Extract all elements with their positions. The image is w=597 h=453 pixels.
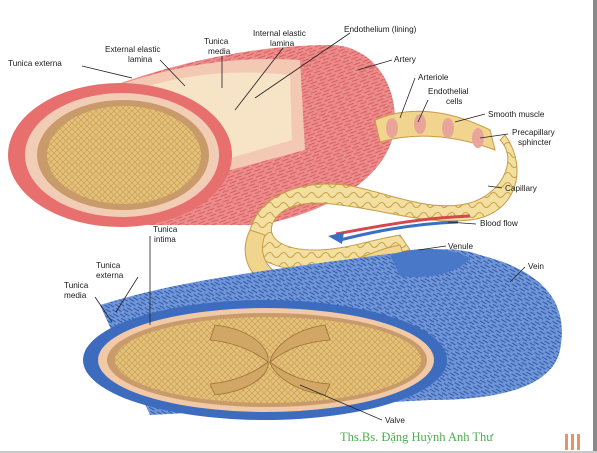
label-tunica-externa-bottom-line1: Tunica <box>96 261 121 270</box>
label-valve: Valve <box>385 416 405 425</box>
label-venule: Venule <box>448 242 473 251</box>
valve-cusp <box>269 361 331 396</box>
label-tunica-media-bottom-line2: media <box>64 291 87 300</box>
labels: Tunica externa External elastic lamina T… <box>8 25 556 425</box>
arteriole-muscle-band <box>386 118 398 138</box>
label-internal-elastic-lamina-line1: Internal elastic <box>253 29 306 38</box>
leader-lines <box>81 32 526 421</box>
author-credit: Ths.Bs. Đặng Huỳnh Anh Thư <box>340 430 494 444</box>
label-tunica-externa-top: Tunica externa <box>8 59 62 68</box>
label-endothelium: Endothelium (lining) <box>344 25 417 34</box>
label-external-elastic-lamina-line2: lamina <box>128 55 153 64</box>
label-endothelial-cells-line2: cells <box>446 97 462 106</box>
slide-corner-mark <box>565 434 587 450</box>
arteriole-muscle-band <box>414 114 426 134</box>
artery-lumen <box>47 106 201 204</box>
label-arteriole: Arteriole <box>418 73 449 82</box>
capillary-network <box>248 134 518 271</box>
label-precapillary-sphincter-line1: Precapillary <box>512 128 556 137</box>
label-tunica-media-top-line2: media <box>208 47 231 56</box>
slide-frame-bottom <box>0 451 597 453</box>
vein-illustration <box>83 248 562 420</box>
venule-to-vein-junction <box>390 248 470 278</box>
precapillary-sphincter-band <box>472 128 484 148</box>
label-endothelial-cells-line1: Endothelial <box>428 87 469 96</box>
label-vein: Vein <box>528 262 544 271</box>
label-external-elastic-lamina-line1: External elastic <box>105 45 161 54</box>
label-tunica-externa-bottom-line2: externa <box>96 271 124 280</box>
label-blood-flow: Blood flow <box>480 219 518 228</box>
label-artery: Artery <box>394 55 417 64</box>
label-capillary: Capillary <box>505 184 538 193</box>
label-tunica-media-bottom-line1: Tunica <box>64 281 89 290</box>
label-smooth-muscle: Smooth muscle <box>488 110 545 119</box>
blood-flow-arrow <box>328 214 471 244</box>
label-tunica-intima-line1: Tunica <box>153 225 178 234</box>
valve-cusp <box>209 361 269 396</box>
slide-frame-right <box>593 0 597 453</box>
label-tunica-media-top-line1: Tunica <box>204 37 229 46</box>
label-tunica-intima-line2: intima <box>154 235 176 244</box>
label-precapillary-sphincter-line2: sphincter <box>518 138 551 147</box>
arteriole-tube <box>374 110 496 151</box>
label-internal-elastic-lamina-line2: lamina <box>270 39 295 48</box>
artery-illustration <box>8 45 395 227</box>
arteriole-muscle-band <box>442 118 454 138</box>
